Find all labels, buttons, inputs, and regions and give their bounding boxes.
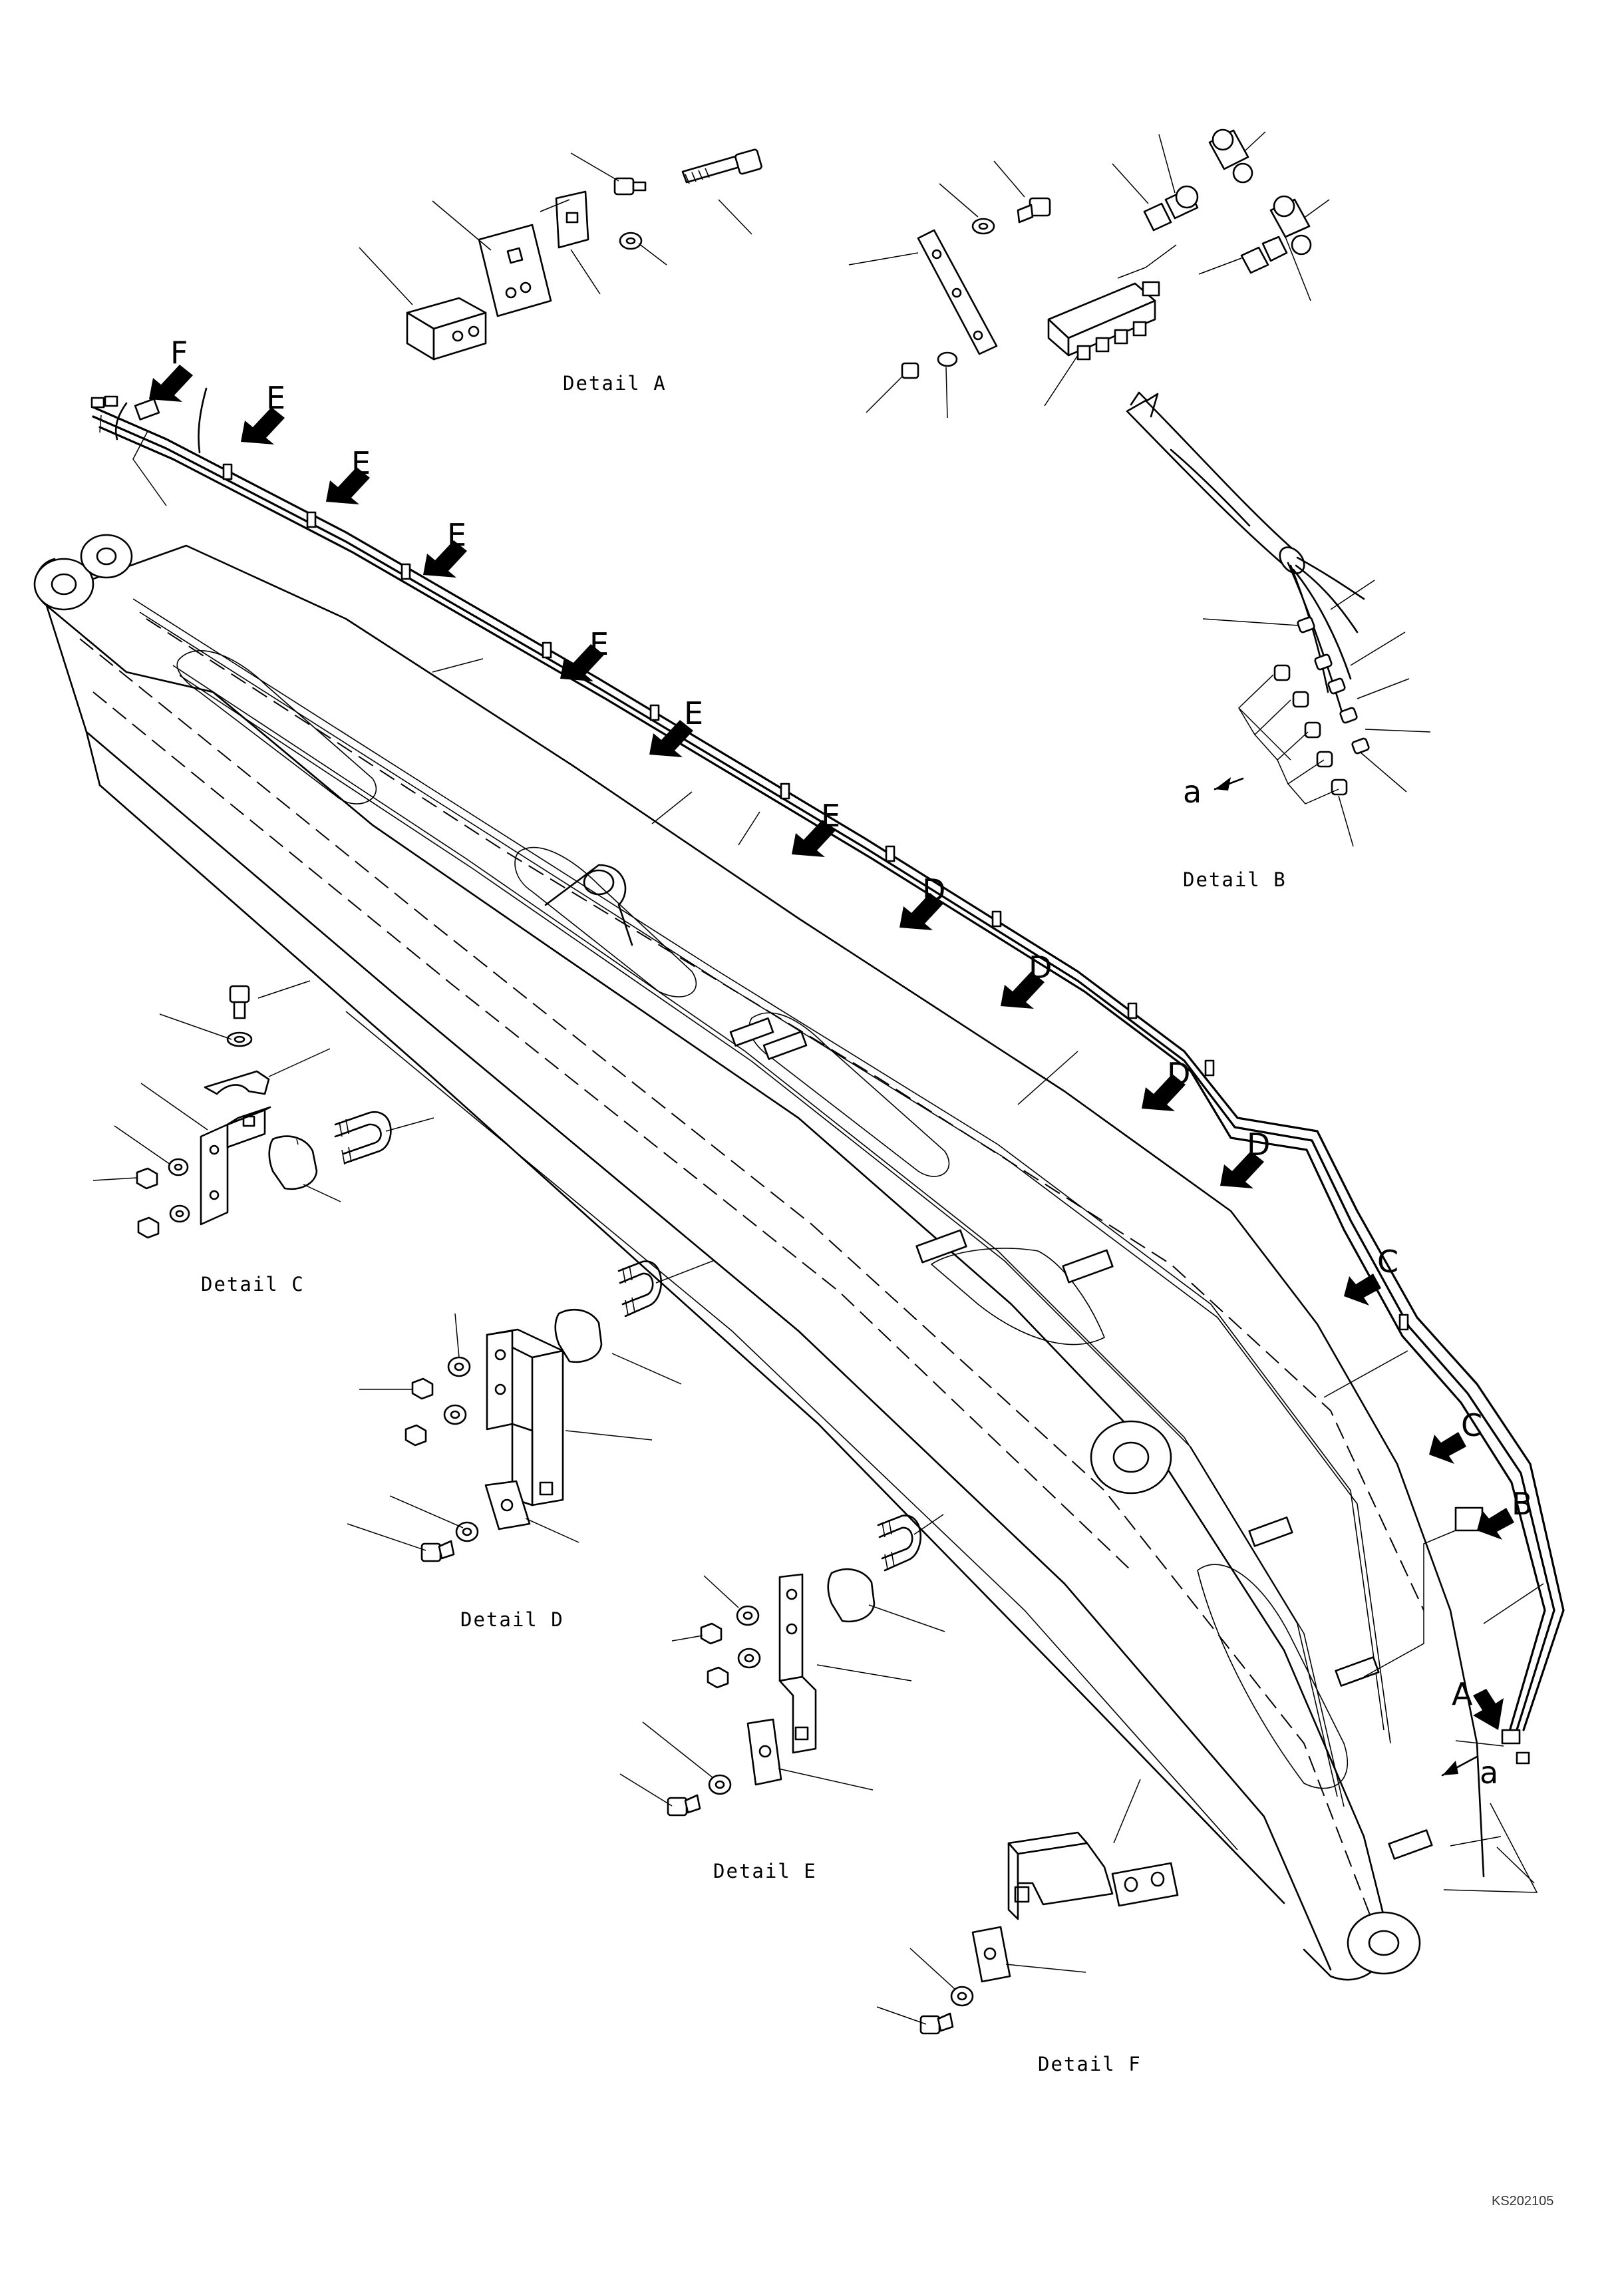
view-a-letter-boom: a [1480, 1755, 1498, 1791]
detail-a-group: Detail A [359, 148, 762, 395]
callout-d-4-letter: D [1247, 1127, 1270, 1162]
detail-d-u-bolt [617, 1260, 662, 1318]
callout-b: B [1477, 1486, 1533, 1540]
callout-d-4: D [1220, 1127, 1270, 1188]
detail-b-caps [1273, 664, 1348, 796]
main-pipe-route [92, 387, 1565, 1739]
detail-d-bolt [420, 1540, 455, 1562]
detail-e-u-bolt [877, 1514, 921, 1572]
detail-b-bracket-plate [917, 229, 998, 355]
detail-d-washers-nuts [405, 1356, 479, 1542]
detail-b-group: a Detail B [848, 128, 1431, 891]
detail-c-washer [226, 1031, 253, 1047]
callout-e-6-letter: E [821, 798, 840, 834]
pipe-clamp-markers [222, 463, 1484, 1532]
callout-f-letter: F [170, 335, 188, 371]
detail-c-label: Detail C [201, 1273, 305, 1296]
callout-c-2: C [1429, 1407, 1482, 1464]
detail-f-washer [950, 1986, 974, 2007]
detail-c-clamp-block [268, 1135, 318, 1190]
detail-b-block-ports [1076, 321, 1147, 361]
detail-e-bolt [667, 1794, 701, 1817]
detail-f-label: Detail F [1038, 2053, 1142, 2075]
detail-a-bolt-long [681, 148, 762, 184]
detail-b-washer-top [971, 218, 995, 235]
detail-c-bracket [200, 1106, 271, 1226]
callout-d-1: D [899, 872, 945, 930]
detail-b-bolt-bottom [901, 351, 958, 379]
boom-body [33, 534, 1485, 1981]
callout-d-2-letter: D [1029, 950, 1052, 985]
detail-c-group: Detail C [92, 980, 434, 1296]
detail-f-group: Detail F [876, 1779, 1179, 2075]
detail-d-bracket [486, 1328, 564, 1506]
callout-a: A [1452, 1676, 1504, 1730]
detail-b-label: Detail B [1183, 868, 1287, 891]
view-a-letter-detail-b: a [1183, 774, 1202, 810]
callout-b-letter: B [1512, 1486, 1533, 1522]
detail-d-clamp [484, 1480, 531, 1530]
detail-e-label: Detail E [713, 1860, 817, 1882]
detail-e-clamp [746, 1718, 782, 1786]
detail-b-adapter-fittings [1143, 185, 1288, 274]
detail-c-bolt [229, 985, 250, 1019]
callout-c-1-letter: C [1377, 1244, 1398, 1280]
callout-d-3: D [1142, 1056, 1190, 1111]
detail-b-tee-fittings [1208, 128, 1312, 256]
detail-a-block [406, 297, 487, 361]
callout-d-3-letter: D [1167, 1056, 1190, 1092]
callout-e-4-letter: E [589, 626, 609, 662]
callout-e-1-letter: E [266, 380, 285, 416]
callout-c-2-letter: C [1461, 1407, 1482, 1443]
detail-a-washer [619, 232, 643, 250]
detail-f-bolt [919, 2012, 954, 2035]
callout-f: F [149, 335, 193, 402]
callout-e-1: E [241, 380, 285, 444]
detail-e-bracket [778, 1573, 817, 1754]
detail-e-clamp-block [827, 1568, 876, 1623]
left-end-fittings [90, 395, 167, 506]
detail-e-washers-nuts [700, 1605, 761, 1795]
boom-mid-bracket [544, 864, 633, 946]
boom-clamp-sets [729, 1017, 1433, 1860]
detail-e-group: Detail E [619, 1514, 945, 1882]
detail-f-bracket [1007, 1831, 1179, 1920]
callout-e-4: E [560, 626, 609, 681]
callout-e-5: E [649, 695, 703, 757]
detail-d-clamp-block [554, 1308, 603, 1363]
detail-b-junction-block [1047, 281, 1160, 361]
callout-d-1-letter: D [922, 872, 945, 908]
callout-e-3-letter: E [447, 517, 466, 553]
detail-a-bolt-short [613, 177, 647, 196]
boom-inner-hoses [132, 598, 1391, 1807]
detail-a-clamp [555, 190, 589, 249]
drawing-code: KS202105 [1492, 2194, 1553, 2208]
boom-cylinder-boss [1090, 1420, 1172, 1495]
detail-c-u-bolt [334, 1111, 392, 1165]
detail-c-washers-nuts [136, 1158, 190, 1239]
detail-d-group: Detail D [347, 1260, 715, 1631]
boom-foot-bosses [33, 534, 133, 611]
callout-c-1: C [1344, 1244, 1398, 1306]
detail-d-label: Detail D [460, 1608, 564, 1631]
detail-c-clamp-cap [204, 1070, 270, 1095]
detail-f-clamp [971, 1926, 1011, 1983]
callout-e-3: E [423, 517, 467, 578]
callout-arrows: F E E E E E E D [149, 335, 1533, 1791]
callout-a-letter: A [1452, 1676, 1473, 1712]
detail-a-plate [478, 224, 552, 317]
detail-b-hose-bundle [1126, 391, 1365, 720]
callout-e-5-letter: E [684, 695, 703, 731]
callout-e-2: E [326, 445, 371, 504]
detail-a-label: Detail A [563, 372, 667, 395]
detail-b-hose-ends [1297, 616, 1370, 755]
boom-top-pin-boss [1347, 1911, 1421, 1975]
bottom-right-fittings [1441, 1729, 1538, 1893]
callout-e-6: E [792, 798, 840, 857]
callout-e-2-letter: E [351, 445, 371, 481]
detail-b-bolt-top [1017, 197, 1051, 224]
boom-lightening-holes [176, 650, 1348, 1789]
callout-d-2: D [1001, 950, 1052, 1009]
